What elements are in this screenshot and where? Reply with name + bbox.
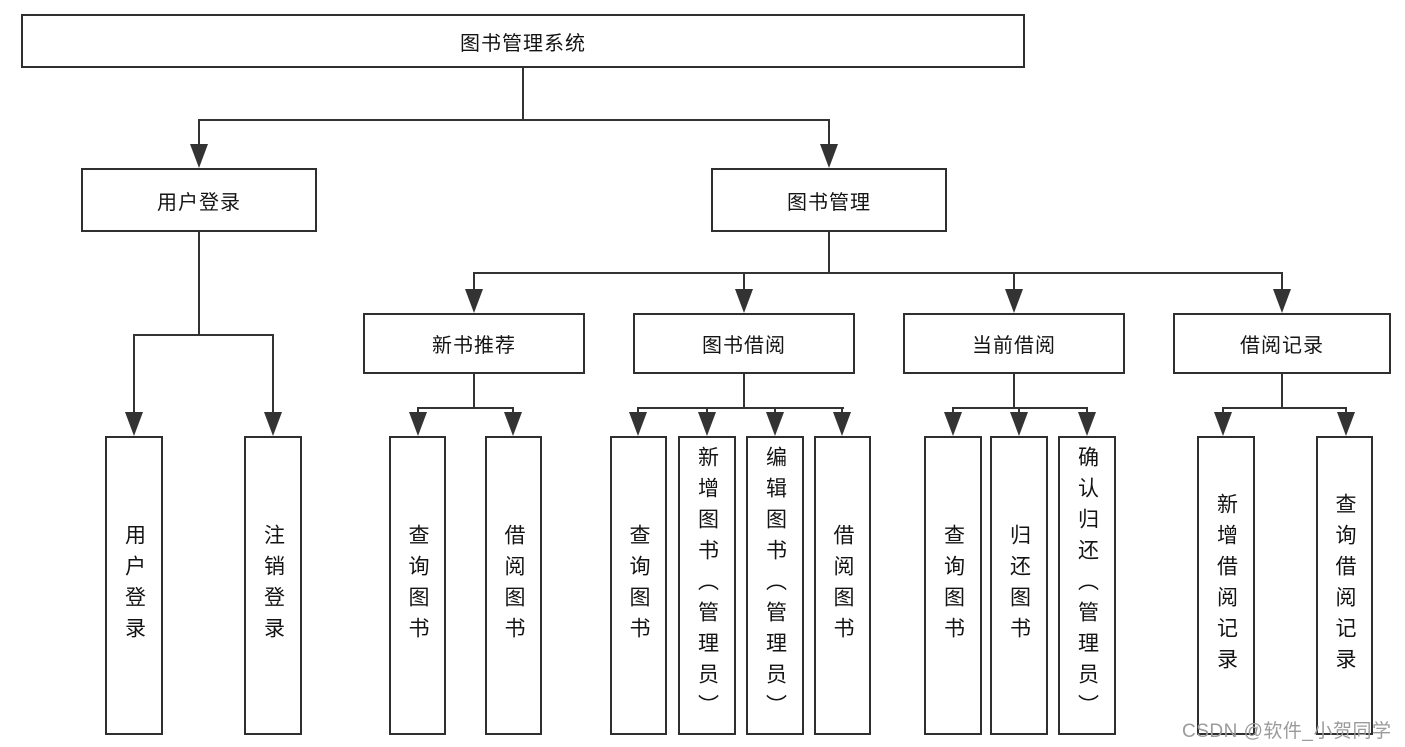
connector-bb-drop-3 bbox=[774, 408, 776, 414]
leaf-bb-borrow-books: 借阅图书 bbox=[814, 436, 871, 735]
leaf-rec-borrow-books-label: 借阅图书 bbox=[502, 523, 525, 648]
connector-login-drop-1 bbox=[133, 335, 135, 414]
leaf-bb-borrow-books-label: 借阅图书 bbox=[831, 523, 854, 648]
connector-br-drop-1 bbox=[1222, 408, 1224, 414]
leaf-br-query-record-label: 查询借阅记录 bbox=[1333, 492, 1356, 679]
node-book-borrowing: 图书借阅 bbox=[633, 313, 855, 374]
leaf-bb-query-books: 查询图书 bbox=[610, 436, 667, 735]
connector-mgmt-drop-4 bbox=[1281, 273, 1283, 291]
arrow-to-br-query-record bbox=[1337, 412, 1355, 436]
arrow-to-borrowing-records bbox=[1273, 289, 1291, 313]
leaf-br-query-record: 查询借阅记录 bbox=[1316, 436, 1373, 735]
arrow-to-cb-confirm-return bbox=[1078, 412, 1096, 436]
connector-mgmt-bar bbox=[473, 272, 1283, 274]
arrow-to-br-add-record bbox=[1214, 412, 1232, 436]
leaf-cb-confirm-return-admin: 确认归还（管理员） bbox=[1058, 436, 1116, 735]
leaf-bb-edit-books-admin-label: 编辑图书（管理员） bbox=[763, 446, 787, 725]
arrow-to-bb-edit-books bbox=[766, 412, 784, 436]
leaf-bb-query-books-label: 查询图书 bbox=[627, 523, 650, 648]
node-current-borrowing: 当前借阅 bbox=[903, 313, 1125, 374]
arrow-to-cb-return-books bbox=[1010, 412, 1028, 436]
connector-mgmt-drop-2 bbox=[743, 273, 745, 291]
arrow-to-leaf-logout bbox=[264, 412, 282, 436]
connector-bb-drop-4 bbox=[841, 408, 843, 414]
leaf-br-add-record: 新增借阅记录 bbox=[1197, 436, 1255, 735]
connector-cb-bar bbox=[952, 407, 1088, 409]
leaf-cb-query-books-label: 查询图书 bbox=[941, 523, 965, 648]
arrow-to-new-book-recommend bbox=[465, 289, 483, 313]
connector-rec-drop-2 bbox=[512, 408, 514, 414]
connector-cb-drop-1 bbox=[952, 408, 954, 414]
connector-cb-drop-2 bbox=[1018, 408, 1020, 414]
connector-cb-stem bbox=[1013, 374, 1015, 408]
leaf-rec-borrow-books: 借阅图书 bbox=[485, 436, 542, 735]
connector-br-drop-2 bbox=[1345, 408, 1347, 414]
connector-rec-drop-1 bbox=[417, 408, 419, 414]
arrow-to-book-management bbox=[820, 144, 838, 168]
connector-bb-stem bbox=[743, 374, 745, 408]
connector-br-stem bbox=[1281, 374, 1283, 408]
connector-root-right-drop bbox=[828, 120, 830, 146]
arrow-to-bb-add-books bbox=[698, 412, 716, 436]
node-book-management-label: 图书管理 bbox=[787, 191, 871, 214]
connector-mgmt-drop-1 bbox=[473, 273, 475, 291]
connector-cb-drop-3 bbox=[1086, 408, 1088, 414]
leaf-br-add-record-label: 新增借阅记录 bbox=[1214, 492, 1238, 679]
leaf-rec-query-books-label: 查询图书 bbox=[406, 523, 429, 648]
connector-bb-bar bbox=[637, 407, 844, 409]
connector-login-bar bbox=[133, 334, 274, 336]
node-new-book-recommend-label: 新书推荐 bbox=[432, 335, 516, 357]
arrow-to-book-borrowing bbox=[735, 289, 753, 313]
node-new-book-recommend: 新书推荐 bbox=[363, 313, 585, 374]
arrow-to-bb-borrow-books bbox=[833, 412, 851, 436]
node-current-borrowing-label: 当前借阅 bbox=[972, 335, 1056, 357]
node-book-borrowing-label: 图书借阅 bbox=[702, 335, 786, 357]
arrow-to-cb-query-books bbox=[944, 412, 962, 436]
csdn-watermark: CSDN @软件_小贺同学 bbox=[1182, 721, 1392, 742]
leaf-bb-add-books-admin: 新增图书（管理员） bbox=[678, 436, 736, 735]
arrow-to-rec-query-books bbox=[409, 412, 427, 436]
node-borrowing-records-label: 借阅记录 bbox=[1240, 335, 1324, 357]
leaf-rec-query-books: 查询图书 bbox=[389, 436, 446, 735]
arrow-to-leaf-user-login bbox=[125, 412, 143, 436]
arrow-to-user-login bbox=[190, 144, 208, 168]
leaf-bb-add-books-admin-label: 新增图书（管理员） bbox=[695, 446, 719, 725]
leaf-user-login: 用户登录 bbox=[105, 436, 163, 735]
connector-bb-drop-1 bbox=[637, 408, 639, 414]
node-root-library-system: 图书管理系统 bbox=[21, 14, 1025, 68]
connector-mgmt-stem bbox=[828, 232, 830, 273]
leaf-bb-edit-books-admin: 编辑图书（管理员） bbox=[746, 436, 804, 735]
leaf-cb-return-books: 归还图书 bbox=[990, 436, 1048, 735]
arrow-to-rec-borrow-books bbox=[504, 412, 522, 436]
node-root-label: 图书管理系统 bbox=[460, 32, 586, 55]
node-borrowing-records: 借阅记录 bbox=[1173, 313, 1391, 374]
arrow-to-bb-query-books bbox=[629, 412, 647, 436]
node-user-login-label: 用户登录 bbox=[157, 191, 241, 214]
connector-mgmt-drop-3 bbox=[1013, 273, 1015, 291]
connector-rec-stem bbox=[473, 374, 475, 408]
connector-login-drop-2 bbox=[272, 335, 274, 414]
arrow-to-current-borrowing bbox=[1005, 289, 1023, 313]
connector-root-left-drop bbox=[198, 120, 200, 146]
node-book-management: 图书管理 bbox=[711, 168, 947, 232]
leaf-cb-confirm-return-admin-label: 确认归还（管理员） bbox=[1075, 446, 1099, 725]
connector-br-bar bbox=[1222, 407, 1347, 409]
connector-bb-drop-2 bbox=[706, 408, 708, 414]
leaf-logout: 注销登录 bbox=[244, 436, 302, 735]
leaf-user-login-label: 用户登录 bbox=[122, 523, 146, 648]
connector-login-stem bbox=[198, 232, 200, 335]
connector-root-stem bbox=[522, 68, 524, 120]
connector-rec-bar bbox=[417, 407, 514, 409]
node-user-login: 用户登录 bbox=[81, 168, 317, 232]
leaf-cb-return-books-label: 归还图书 bbox=[1007, 523, 1031, 648]
leaf-logout-label: 注销登录 bbox=[261, 523, 285, 648]
leaf-cb-query-books: 查询图书 bbox=[924, 436, 982, 735]
connector-root-bar bbox=[198, 119, 830, 121]
